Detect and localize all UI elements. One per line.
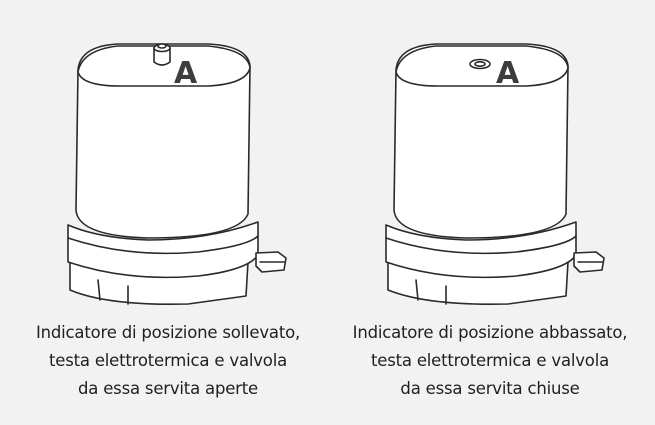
part-label-a-closed: A: [496, 56, 520, 91]
caption-line: testa elettrotermica e valvola: [49, 351, 287, 370]
figure-open: A Indicatore di posizione sollevato, tes…: [8, 0, 328, 425]
actuator-closed-illustration: A: [385, 43, 605, 306]
figure-closed: A Indicatore di posizione abbassato, tes…: [330, 0, 650, 425]
caption-line: Indicatore di posizione sollevato,: [35, 323, 301, 342]
actuator-open-illustration: A: [67, 43, 287, 306]
caption-line: da essa servita aperte: [78, 379, 258, 398]
caption-open: Indicatore di posizione sollevato, testa…: [8, 319, 328, 403]
caption-line: Indicatore di posizione abbassato,: [352, 323, 628, 342]
caption-line: testa elettrotermica e valvola: [371, 351, 609, 370]
caption-closed: Indicatore di posizione abbassato, testa…: [330, 319, 650, 403]
part-label-a-open: A: [174, 56, 198, 91]
caption-line: da essa servita chiuse: [400, 379, 580, 398]
